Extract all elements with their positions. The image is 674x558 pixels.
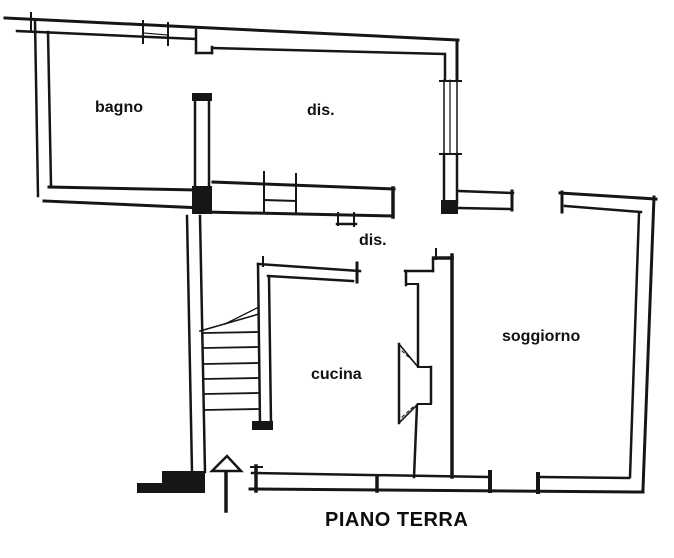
walls (3, 12, 658, 494)
windows (142, 20, 462, 155)
room-label-soggiorno: soggiorno (502, 328, 581, 345)
room-label-dis-lower: dis. (359, 232, 387, 249)
room-label-bagno: bagno (95, 99, 143, 116)
room-label-dis-upper: dis. (307, 102, 335, 119)
stairs (199, 306, 260, 411)
room-label-cucina: cucina (311, 366, 362, 383)
entrance-arrow (208, 454, 244, 513)
plan-title: PIANO TERRA (325, 509, 469, 531)
